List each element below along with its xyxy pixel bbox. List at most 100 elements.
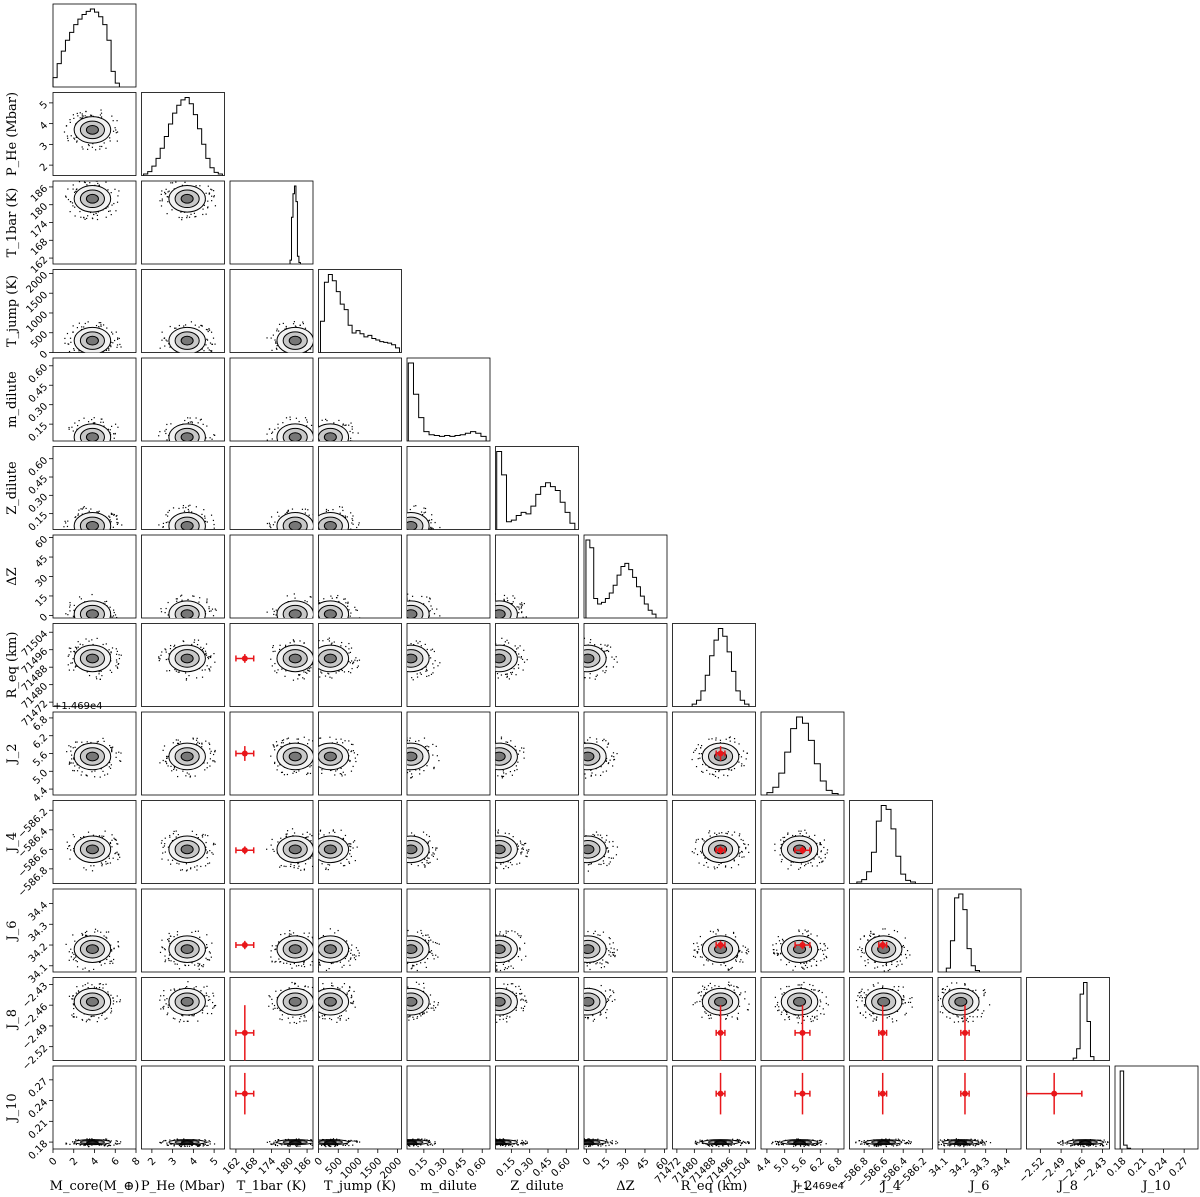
x-tick-label: 5.0 (772, 1156, 791, 1175)
histogram-step-j2 (766, 716, 839, 795)
histogram-j8 (1072, 981, 1095, 1061)
y-tick-label: 0.15 (27, 510, 51, 534)
constraint-marker (878, 1072, 888, 1115)
x-tick-label: 4 (188, 1156, 200, 1168)
panel-mcore-j2 (66, 737, 122, 778)
panel-frame-t1bar-mdilute (229, 357, 314, 442)
x-tick-label: 30 (615, 1156, 632, 1173)
x-axis-label: Z_dilute (510, 1179, 564, 1194)
histogram-zdilute (496, 450, 576, 530)
x-tick-label: 5.6 (790, 1156, 809, 1175)
constraint-marker (235, 1005, 255, 1061)
panel-tjump-j2 (318, 736, 359, 777)
histogram-step-dz (585, 539, 657, 618)
panel-mcore-req (67, 637, 122, 680)
contour-inner (180, 335, 194, 346)
x-axis-j2: 4.45.05.66.26.8J_2+1.469e4 (755, 1149, 845, 1194)
panel-frame-tjump-j10 (318, 1065, 402, 1150)
contour-inner (407, 844, 418, 855)
histogram-dz (585, 539, 657, 618)
contour-inner (407, 1140, 418, 1144)
y-tick-label: 0.21 (27, 1118, 51, 1142)
x-tick-label: 0.30 (513, 1156, 537, 1180)
y-axis-label: J_2 (5, 744, 20, 766)
contour-inner (288, 751, 302, 762)
panel-frame-j8-j8 (1026, 977, 1110, 1061)
panel-frame-j6-j8 (937, 977, 1022, 1061)
contour-inner (323, 653, 337, 664)
contour-inner (323, 996, 337, 1007)
panel-frame-mdilute-j10 (406, 1065, 491, 1150)
histogram-j4 (856, 804, 916, 884)
y-tick-label: 34.3 (27, 921, 51, 945)
contour-inner (495, 996, 506, 1007)
y-tick-label: 186 (29, 183, 50, 204)
panel-tjump-zdilute (318, 506, 360, 530)
panel-frame-phe-j6 (141, 888, 225, 973)
contour-inner (495, 653, 506, 664)
x-axis-mdilute: 0.150.300.450.60m_dilute (407, 1149, 489, 1194)
histogram-step-tjump (319, 273, 401, 353)
x-tick-label: 2000 (378, 1156, 404, 1182)
x-tick-label: 0.18 (1105, 1156, 1129, 1180)
y-axis-label: J_10 (5, 1093, 20, 1123)
panel-req-j10 (694, 1072, 750, 1148)
x-tick-label: 6.8 (826, 1156, 845, 1175)
panel-frame-tjump-zdilute (318, 446, 402, 530)
y-axis-j6: 34.134.234.334.4J_6 (5, 900, 53, 986)
panel-phe-zdilute (158, 504, 215, 530)
y-axis-label: m_dilute (5, 371, 20, 428)
panel-j2-j4 (774, 829, 829, 870)
histogram-step-j10 (1119, 1070, 1132, 1149)
panel-mcore-tjump (64, 321, 122, 353)
contour-inner (323, 609, 337, 618)
panel-phe-j10 (159, 1138, 216, 1148)
panel-frame-mdilute-mdilute (406, 357, 491, 442)
panel-frame-j4-j8 (849, 977, 933, 1061)
x-axis-zdilute: 0.150.300.450.60Z_dilute (494, 1149, 573, 1194)
x-tick-label: 3 (167, 1156, 179, 1168)
contour-inner (288, 996, 302, 1007)
constraint-marker (235, 1072, 255, 1115)
panel-j4-j6 (857, 928, 911, 972)
y-axis-j10: 0.180.210.240.27J_10 (5, 1076, 53, 1162)
contour-inner (714, 1140, 728, 1144)
y-axis-j8: −2.52−2.49−2.46−2.43J_8 (5, 981, 53, 1073)
panel-frame-mcore-req (52, 623, 137, 707)
panel-phe-t1bar (159, 181, 217, 221)
x-axis-label: J_10 (1140, 1179, 1170, 1194)
y-axis-zdilute: 0.150.300.450.60Z_dilute (5, 455, 53, 534)
panel-frame-tjump-j8 (318, 977, 402, 1061)
panel-frame-zdilute-zdilute (495, 446, 579, 530)
contour-inner (495, 844, 506, 855)
panel-mdilute-j2 (407, 737, 440, 779)
x-axis-label: J_8 (1056, 1179, 1078, 1194)
contour-inner (85, 1140, 99, 1144)
panel-mcore-j4 (66, 830, 121, 872)
contour-inner (407, 520, 418, 530)
x-tick-label: 168 (239, 1156, 260, 1177)
y-tick-label: 60 (33, 534, 50, 551)
x-axis-label: J_4 (879, 1179, 901, 1194)
panel-frame-zdilute-dz (495, 534, 579, 619)
y-tick-label: 180 (29, 201, 50, 222)
y-offset-label: +1.469e4 (53, 701, 103, 712)
contour-inner (584, 653, 595, 664)
x-axis-j8: −2.52−2.49−2.46−2.43J_8 (1018, 1149, 1109, 1194)
constraint-marker (794, 846, 811, 855)
panel-frame-t1bar-t1bar (229, 180, 314, 265)
y-tick-label: 0.60 (27, 455, 51, 479)
y-tick-label: 34.4 (27, 900, 51, 924)
panel-j8-j10 (1026, 1072, 1109, 1148)
panel-dz-j2 (584, 736, 618, 779)
constraint-marker (715, 846, 726, 855)
panel-frame-zdilute-j6 (495, 888, 579, 973)
x-offset-label: +1.469e4 (794, 1181, 844, 1192)
histogram-step-j6 (945, 893, 980, 972)
histogram-step-t1bar (289, 185, 301, 264)
panel-t1bar-j6 (235, 930, 313, 969)
